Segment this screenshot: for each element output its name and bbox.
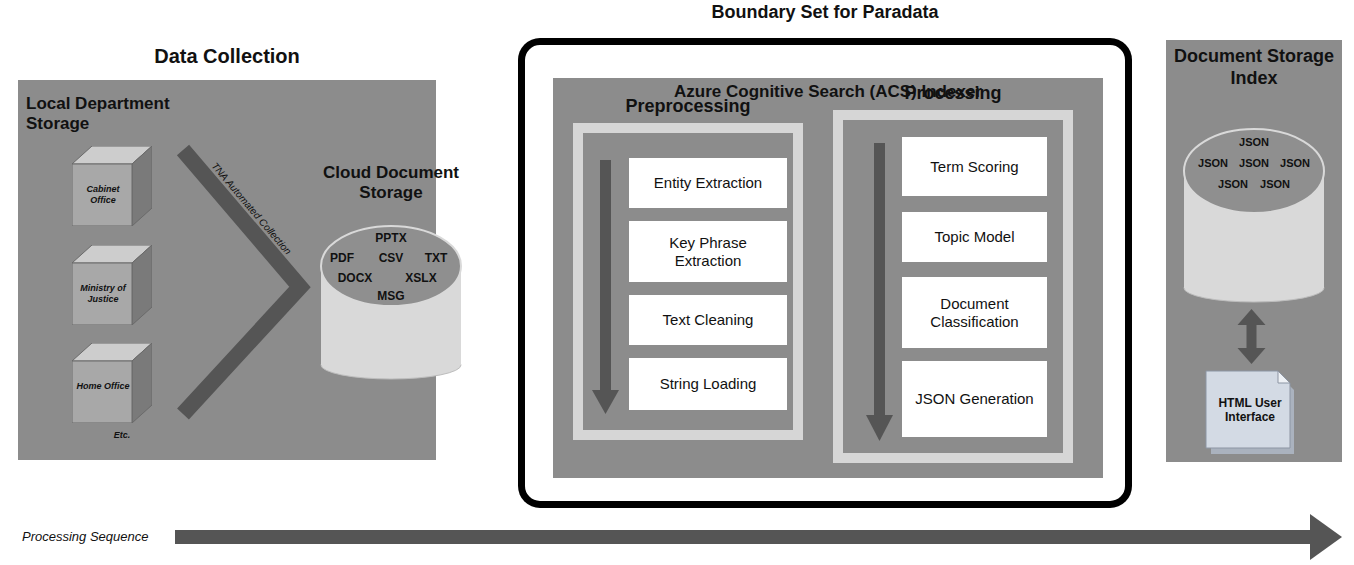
node-text: HTML User Interface xyxy=(1209,396,1291,425)
sequence-label: Processing Sequence xyxy=(22,529,148,544)
node-text: MSG xyxy=(366,289,416,303)
cube-side xyxy=(132,146,152,226)
department-cube: Home Office xyxy=(72,343,152,423)
node-text: Text Cleaning xyxy=(657,307,760,333)
panel-heading: Preprocessing xyxy=(573,96,803,118)
node-text: Cabinet Office xyxy=(74,184,132,206)
node-text: Key Phrase Extraction xyxy=(629,230,787,274)
node-text: JSON xyxy=(1211,178,1255,191)
department-cube: Cabinet Office xyxy=(72,146,152,226)
panel-heading: Data Collection xyxy=(18,44,436,68)
flow-arrow-shaft xyxy=(874,143,885,417)
connector-line xyxy=(1247,325,1257,348)
cube-side xyxy=(132,343,152,423)
doc-fold xyxy=(1278,371,1290,383)
cloud-storage-cylinder: Cloud Document StoragePPTXPDFCSVTXTDOCXX… xyxy=(320,225,462,380)
cylinder-top xyxy=(1184,129,1324,213)
process-box: Term Scoring xyxy=(902,137,1047,196)
panel-heading: Document Storage Index xyxy=(1170,46,1338,89)
node-text: Ministry of Justice xyxy=(74,283,132,305)
node-text: TXT xyxy=(414,251,458,265)
cyl-outline xyxy=(1183,128,1325,303)
cube-side xyxy=(132,245,152,325)
node-text: JSON xyxy=(1253,178,1297,191)
node-text: Entity Extraction xyxy=(648,170,768,196)
node-text: PDF xyxy=(320,251,364,265)
stage-frame: ProcessingTerm ScoringTopic ModelDocumen… xyxy=(833,110,1073,463)
html-document: HTML User Interface xyxy=(1205,370,1298,456)
process-box: Document Classification xyxy=(902,277,1047,348)
cylinder-top xyxy=(321,226,461,306)
process-box: Topic Model xyxy=(902,212,1047,262)
department-cube: Ministry of Justice xyxy=(72,245,152,325)
node-text: Etc. xyxy=(102,430,142,441)
index-cylinder: JSONJSONJSONJSONJSONJSON xyxy=(1183,128,1325,303)
node-text: JSON xyxy=(1273,157,1317,170)
sequence-arrow-shaft xyxy=(175,530,1313,544)
node-text: CSV xyxy=(366,251,416,265)
node-text: Cloud Document Storage xyxy=(300,163,482,204)
node-text: Document Classification xyxy=(902,291,1047,335)
process-box: String Loading xyxy=(629,358,787,410)
node-text: JSON xyxy=(1232,157,1276,170)
panel-heading: Processing xyxy=(833,83,1073,105)
process-box: Text Cleaning xyxy=(629,295,787,345)
flow-arrow-shaft xyxy=(600,160,611,392)
node-text: String Loading xyxy=(654,371,763,397)
node-text: JSON xyxy=(1191,157,1235,170)
sequence-arrow-head xyxy=(1310,514,1342,560)
doc-page xyxy=(1206,371,1290,448)
node-text: XSLX xyxy=(396,271,446,285)
panel-heading: Boundary Set for Paradata xyxy=(518,2,1132,24)
node-text: Home Office xyxy=(74,381,132,392)
node-text: PPTX xyxy=(366,231,416,245)
index-panel: Document Storage IndexJSONJSONJSONJSONJS… xyxy=(1166,40,1342,462)
cube-front xyxy=(72,263,132,325)
node-text: Local Department Storage xyxy=(26,94,206,135)
process-box: JSON Generation xyxy=(902,361,1047,437)
cube-front xyxy=(72,164,132,226)
node-text: JSON xyxy=(1232,136,1276,149)
indexer-panel: Azure Cognitive Search (ACS) IndexerPrep… xyxy=(553,78,1103,478)
process-box: Entity Extraction xyxy=(629,158,787,208)
cube-front xyxy=(72,361,132,423)
process-box: Key Phrase Extraction xyxy=(629,221,787,282)
node-text: DOCX xyxy=(330,271,380,285)
node-text: Term Scoring xyxy=(924,154,1024,180)
collection-panel: Data CollectionLocal Department StorageE… xyxy=(18,80,436,460)
node-text: JSON Generation xyxy=(909,386,1039,412)
node-text: Topic Model xyxy=(928,224,1020,250)
